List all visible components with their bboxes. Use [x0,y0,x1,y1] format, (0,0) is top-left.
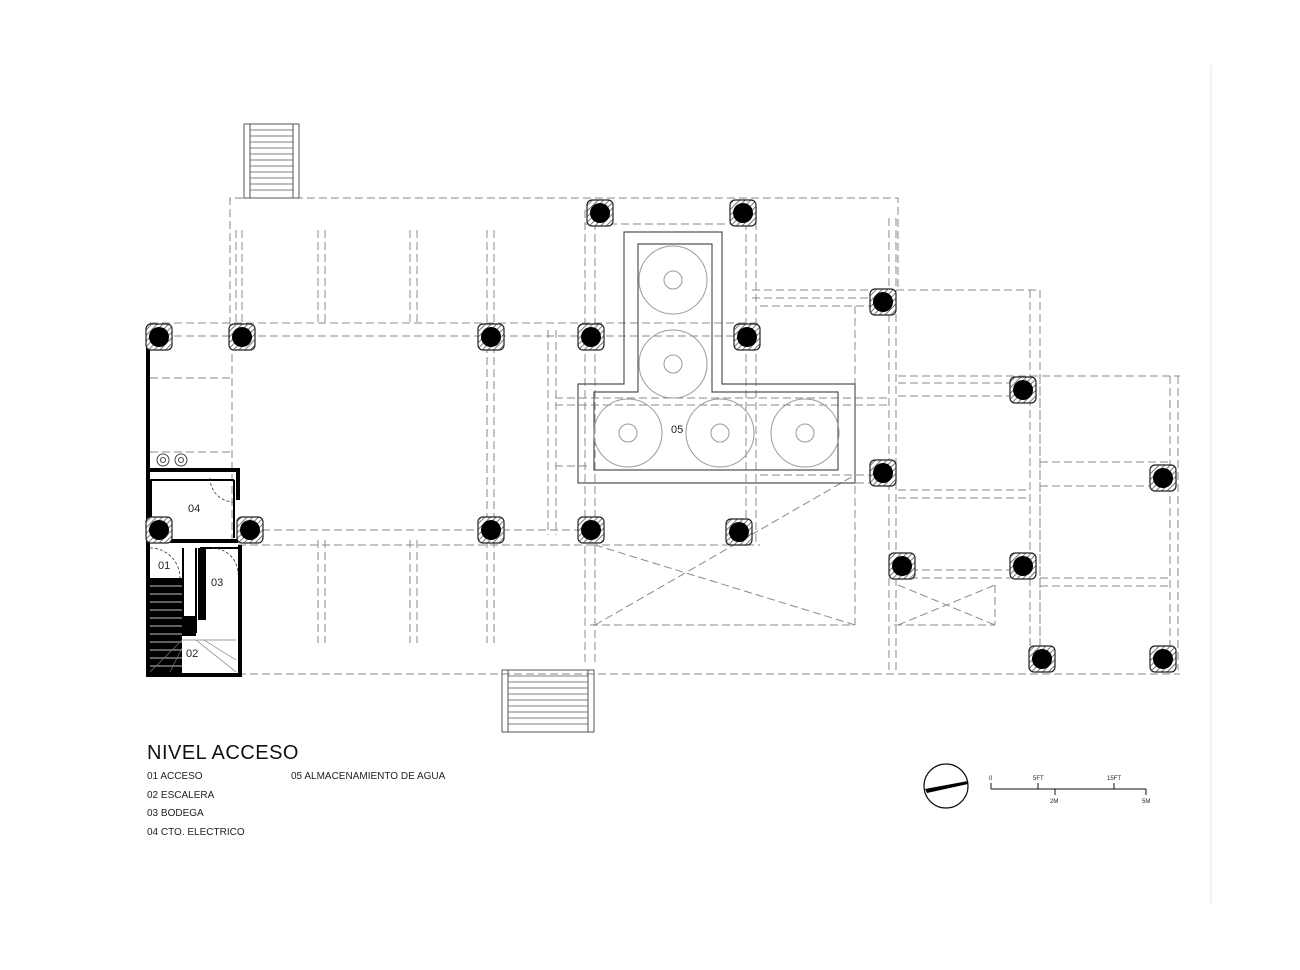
column [149,520,169,540]
room-label-01: 01 [158,560,170,572]
legend-item-04: 04 CTO. ELECTRICO [147,826,245,838]
column [1153,649,1173,669]
column [481,327,501,347]
column [581,520,601,540]
column [892,556,912,576]
scale-label-5ft: 5FT [1033,776,1044,782]
columns [145,199,1177,673]
water-tanks [593,245,840,468]
room-label-05: 05 [671,424,683,436]
legend-item-01: 01 ACCESO [147,771,203,782]
legend-item-05: 05 ALMACENAMIENTO DE AGUA [291,771,446,782]
column [733,203,753,223]
door-swings [149,477,239,579]
water-tank-enclosure [577,231,856,484]
solid-walls [146,338,242,677]
column [149,327,169,347]
room-label-02: 02 [186,648,198,660]
scale-label-15ft: 15FT [1107,776,1121,782]
column [737,327,757,347]
column [232,327,252,347]
dashed-structure [150,197,1180,675]
scale-label-5m: 5M [1142,799,1150,805]
column [873,463,893,483]
column [1153,468,1173,488]
column [873,292,893,312]
stair-top [243,123,300,199]
north-arrow-icon [923,763,969,809]
stair-02 [149,548,237,673]
scale-bar [990,783,1147,795]
room-label-04: 04 [188,503,200,515]
scale-label-0ft: 0 [989,776,993,782]
column [590,203,610,223]
scale-label-2m: 2M [1050,799,1058,805]
column [1013,556,1033,576]
column [581,327,601,347]
column [729,522,749,542]
column [1032,649,1052,669]
legend-list: 01 ACCESO 02 ESCALERA 03 BODEGA 04 CTO. … [147,768,245,842]
room-label-03: 03 [211,577,223,589]
legend-item-02: 02 ESCALERA [147,789,215,801]
column [481,520,501,540]
legend-item-03: 03 BODEGA [147,808,204,819]
meter-icons [156,453,188,467]
page-title: NIVEL ACCESO [147,742,299,764]
column [240,520,260,540]
legend-list-2: 05 ALMACENAMIENTO DE AGUA [291,768,445,787]
stair-bottom [501,669,595,733]
column [1013,380,1033,400]
